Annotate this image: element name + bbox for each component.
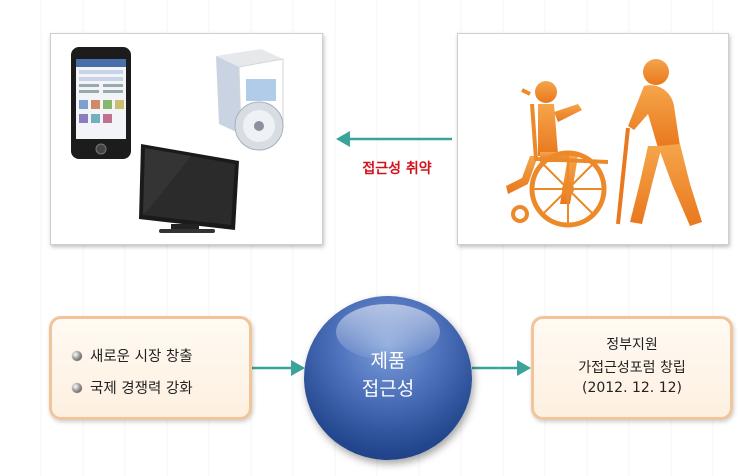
- bullet-icon: [72, 350, 82, 361]
- forum-box: 정부지원 가접근성포럼 창립 (2012. 12. 12): [531, 316, 733, 420]
- benefit-text: 새로운 시장 창출: [90, 349, 193, 365]
- seniors-image: [457, 33, 729, 245]
- benefit-item: 국제 경쟁력 강화: [72, 377, 193, 398]
- circle-highlight: [336, 304, 440, 360]
- benefit-text: 국제 경쟁력 강화: [90, 381, 193, 397]
- accessibility-weak-label: 접근성 취약: [362, 161, 432, 177]
- circle-title-line1: 제품: [370, 350, 406, 372]
- forum-text-line1: 정부지원: [606, 337, 658, 353]
- circle-title-line2: 접근성: [361, 378, 415, 400]
- monitor-icon: [139, 144, 239, 233]
- left-to-circle-arrow-icon: [246, 360, 305, 376]
- smartphone-icon: [71, 47, 131, 159]
- benefits-box: 새로운 시장 창출 국제 경쟁력 강화: [49, 316, 252, 420]
- elderly-walker-icon: [616, 59, 702, 226]
- software-box-icon: [216, 49, 284, 151]
- circle-to-right-arrow-icon: [472, 360, 531, 376]
- forum-text-line2: 가접근성포럼 창립: [578, 360, 686, 376]
- forum-date: (2012. 12. 12): [582, 380, 682, 396]
- product-accessibility-circle: 제품 접근성: [304, 296, 472, 460]
- wheelchair-user-icon: [506, 81, 609, 228]
- products-illustration: [71, 47, 284, 233]
- products-image: [50, 33, 323, 245]
- seniors-illustration: [506, 59, 702, 228]
- bullet-icon: [72, 382, 82, 393]
- access-arrow-icon: [336, 131, 452, 147]
- benefit-item: 새로운 시장 창출: [72, 345, 193, 366]
